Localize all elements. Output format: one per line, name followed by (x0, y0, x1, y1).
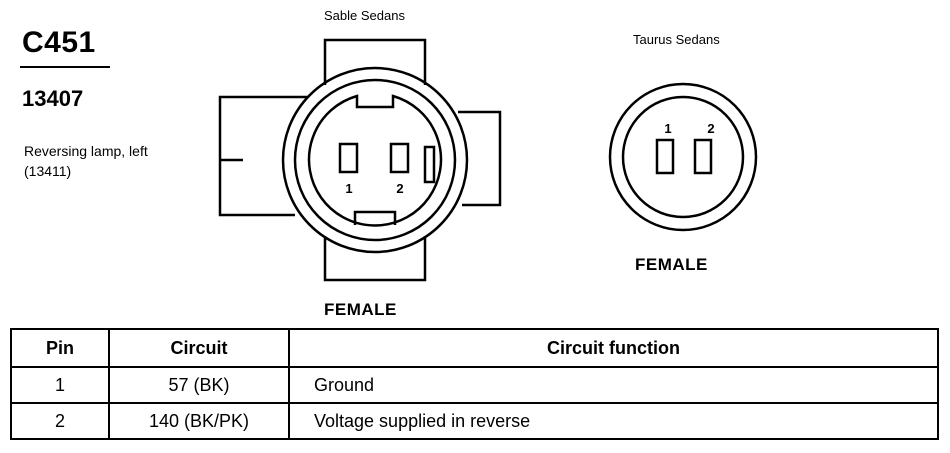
pin-cell: 2 (10, 402, 110, 440)
column-header-circuit-function: Circuit function (288, 328, 939, 368)
connector-id: C451 (22, 26, 96, 59)
left-connector-drawing (218, 38, 502, 282)
connector-diagram: 1 2 1 2 (218, 38, 758, 282)
connector-description: Reversing lamp, left (24, 143, 148, 159)
left-connector-pin-1 (338, 142, 359, 174)
column-header-circuit: Circuit (108, 328, 290, 368)
right-connector-pin-1 (655, 138, 675, 175)
table-header-row: Pin Circuit Circuit function (10, 328, 939, 368)
right-connector-drawing (608, 82, 758, 232)
connector-description-code: (13411) (24, 163, 72, 179)
left-connector-pin-1-label: 1 (345, 181, 352, 196)
part-number: 13407 (22, 86, 84, 111)
right-connector-gender: FEMALE (635, 255, 708, 274)
connector-id-underline (20, 66, 110, 68)
table-row: 2 140 (BK/PK) Voltage supplied in revers… (10, 402, 939, 440)
column-header-pin: Pin (10, 328, 110, 368)
right-connector-pin-2 (693, 138, 713, 175)
left-connector-variant: Sable Sedans (324, 8, 405, 23)
circuit-function-cell: Ground (288, 366, 939, 404)
pin-cell: 1 (10, 366, 110, 404)
circuit-cell: 57 (BK) (108, 366, 290, 404)
left-connector-inner-body (307, 94, 443, 227)
right-connector-variant: Taurus Sedans (633, 32, 720, 47)
circuit-cell: 140 (BK/PK) (108, 402, 290, 440)
right-connector-outer-ring (608, 82, 758, 232)
left-connector-pin-2 (389, 142, 410, 174)
pin-circuit-table: Pin Circuit Circuit function 1 57 (BK) G… (10, 328, 939, 440)
left-connector-gender: FEMALE (324, 300, 397, 319)
left-connector-pin-2-label: 2 (396, 181, 403, 196)
left-connector-outer-ring (281, 66, 469, 254)
circuit-function-cell: Voltage supplied in reverse (288, 402, 939, 440)
table-row: 1 57 (BK) Ground (10, 366, 939, 404)
right-connector-pin-2-label: 2 (707, 121, 714, 136)
right-connector-pin-1-label: 1 (664, 121, 671, 136)
left-connector-housing (323, 38, 427, 85)
